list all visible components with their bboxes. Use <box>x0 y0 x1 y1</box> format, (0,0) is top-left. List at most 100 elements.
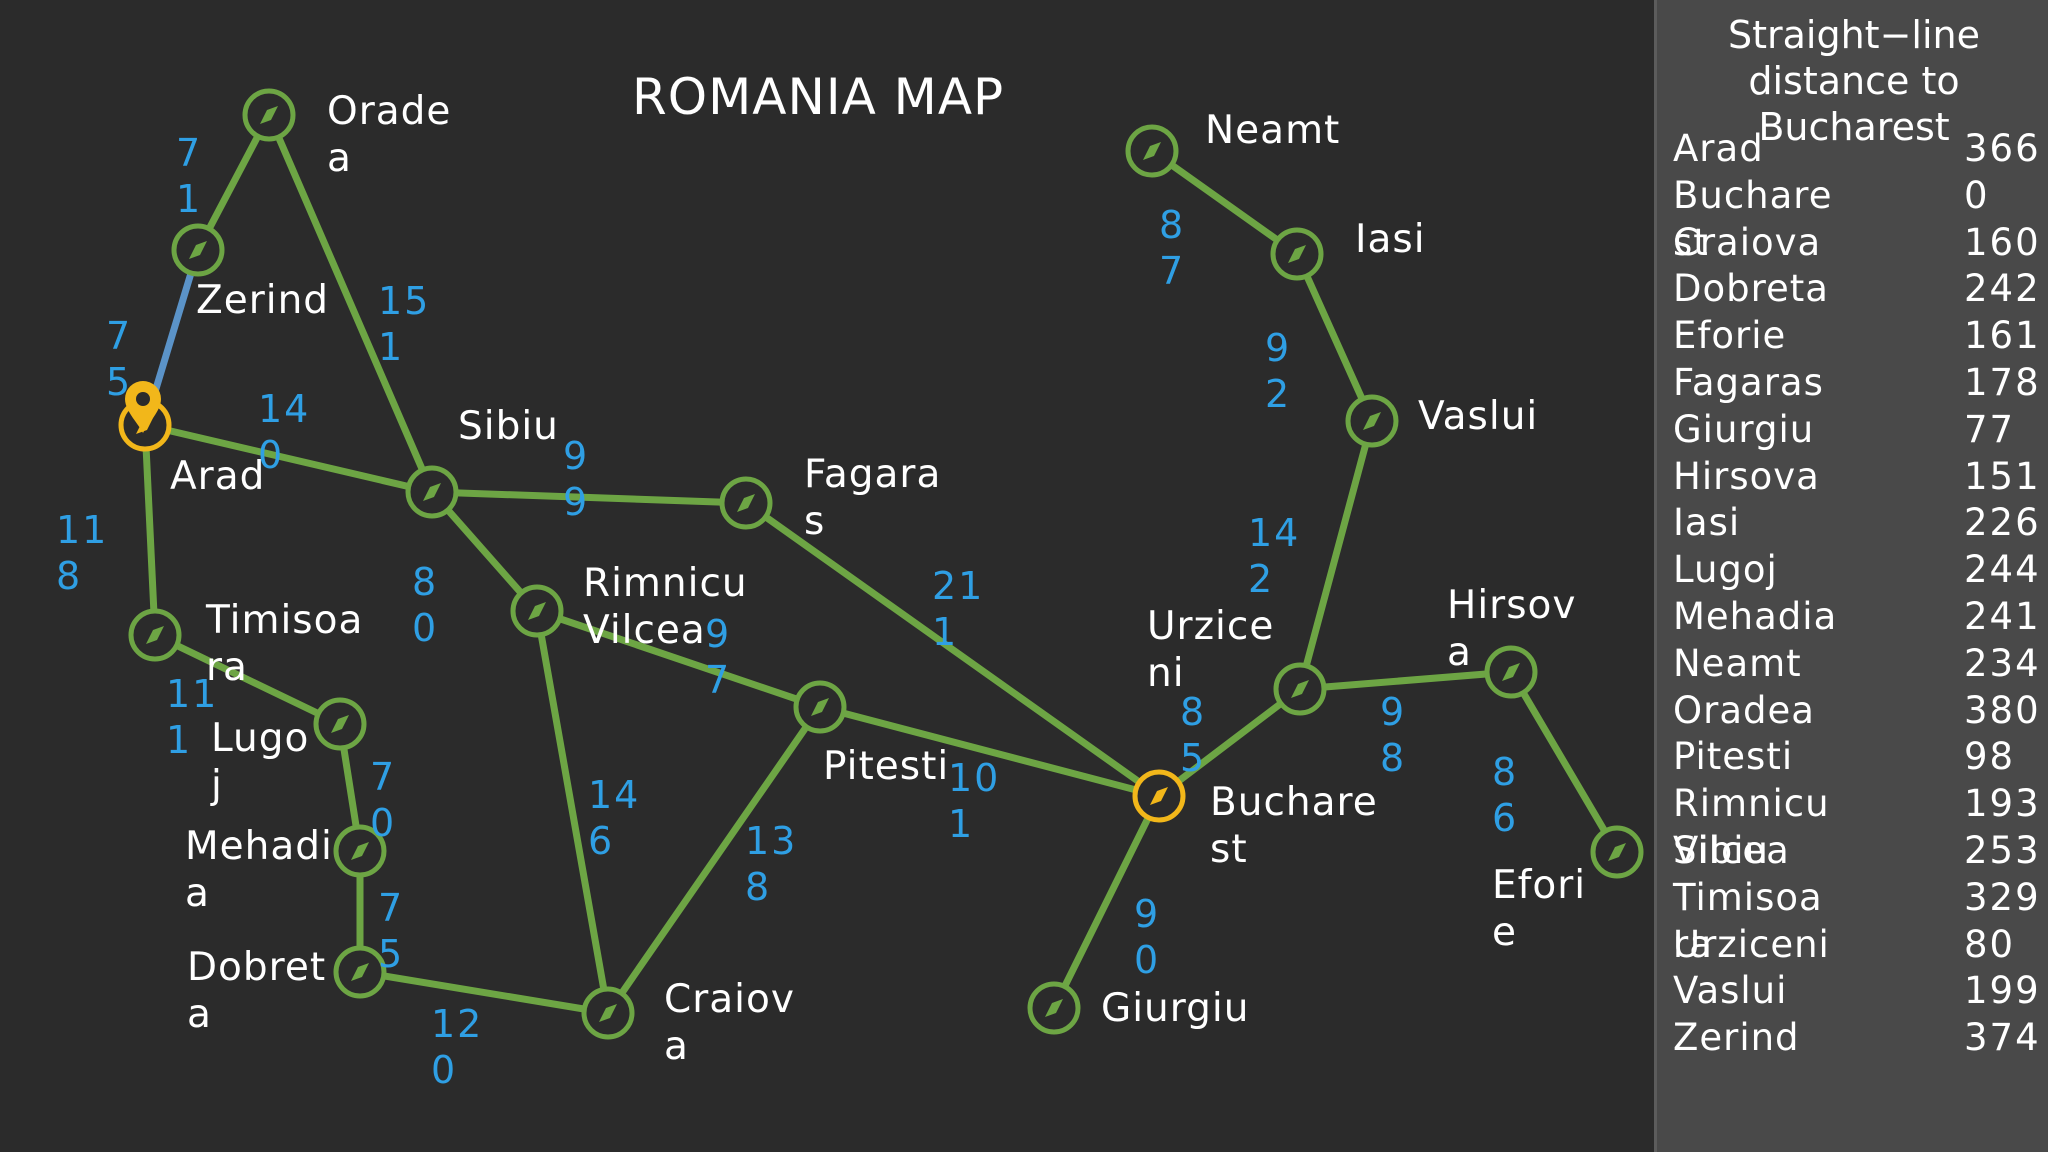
compass-icon <box>1291 680 1309 698</box>
heuristic-city: Buchare st <box>1673 173 1833 264</box>
city-node-eforie[interactable] <box>1590 825 1644 879</box>
city-label-urziceni: Urzice ni <box>1147 604 1275 696</box>
distance-label-sibiu-rimnicu: 8 0 <box>412 560 439 650</box>
road-bucharest-urziceni[interactable] <box>1155 685 1304 800</box>
distance-label-mehadia-dobreta: 7 5 <box>378 886 405 976</box>
city-node-pitesti[interactable] <box>793 680 847 734</box>
city-node-lugoj[interactable] <box>313 697 367 751</box>
distance-label-oradea-zerind: 7 1 <box>176 131 203 221</box>
city-node-fagaras[interactable] <box>719 476 773 530</box>
city-node-dobreta[interactable] <box>333 945 387 999</box>
road-urziceni-hirsova[interactable] <box>1296 668 1515 693</box>
city-node-arad[interactable] <box>118 381 172 452</box>
compass-icon <box>260 106 278 124</box>
heuristic-city: Fagaras <box>1673 361 1824 404</box>
distance-label-timisoara-lugoj: 11 1 <box>166 672 219 762</box>
distance-label-sibiu-fagaras: 9 9 <box>563 434 590 524</box>
compass-icon <box>189 241 207 259</box>
heuristic-value: 161 <box>1964 314 2041 358</box>
city-node-vaslui[interactable] <box>1345 394 1399 448</box>
road-dobreta-craiova[interactable] <box>356 968 612 1017</box>
distance-label-oradea-sibiu: 15 1 <box>378 279 431 369</box>
distance-label-rimnicu-pitesti: 9 7 <box>705 612 732 702</box>
city-node-rimnicu[interactable] <box>510 584 564 638</box>
heuristic-city: Sibiu <box>1673 829 1769 872</box>
distance-label-hirsova-eforie: 8 6 <box>1492 750 1519 840</box>
heuristic-city: Arad <box>1673 127 1764 170</box>
road-vaslui-iasi[interactable] <box>1293 250 1376 425</box>
heuristic-value: 199 <box>1964 969 2041 1013</box>
city-node-timisoara[interactable] <box>128 608 182 662</box>
heuristic-city: Iasi <box>1673 501 1741 545</box>
city-label-mehadia: Mehadi a <box>185 824 333 916</box>
city-label-arad: Arad <box>170 454 266 499</box>
city-node-neamt[interactable] <box>1125 124 1179 178</box>
compass-icon <box>1288 245 1306 263</box>
city-label-eforie: Efori e <box>1492 863 1587 955</box>
city-node-zerind[interactable] <box>171 223 225 277</box>
distance-label-pitesti-bucharest: 10 1 <box>948 756 1001 846</box>
city-node-giurgiu[interactable] <box>1027 981 1081 1035</box>
city-label-iasi: Iasi <box>1355 217 1426 262</box>
compass-icon <box>1608 843 1626 861</box>
heuristic-value: 380 <box>1964 688 2041 732</box>
compass-icon <box>146 626 164 644</box>
road-bucharest-giurgiu[interactable] <box>1050 792 1163 1012</box>
city-node-mehadia[interactable] <box>333 824 387 878</box>
heuristic-city: Pitesti <box>1673 735 1794 779</box>
heuristic-city: Craiova <box>1673 220 1822 264</box>
heuristic-city: Lugoj <box>1673 548 1778 592</box>
distance-label-lugoj-mehadia: 7 0 <box>370 755 397 845</box>
distance-label-urziceni-hirsova: 9 8 <box>1380 690 1407 780</box>
city-label-vaslui: Vaslui <box>1418 394 1539 439</box>
road-hirsova-eforie[interactable] <box>1507 668 1621 856</box>
city-node-oradea[interactable] <box>242 88 296 142</box>
distance-label-bucharest-giurgiu: 9 0 <box>1134 892 1161 982</box>
compass-icon <box>1045 999 1063 1017</box>
road-iasi-neamt[interactable] <box>1148 147 1301 258</box>
distance-label-bucharest-urziceni: 8 5 <box>1180 690 1207 780</box>
compass-icon <box>1363 412 1381 430</box>
city-label-rimnicu: Rimnicu Vilcea <box>583 561 748 653</box>
compass-icon <box>1143 142 1161 160</box>
compass-icon <box>1502 663 1520 681</box>
distance-label-dobreta-craiova: 12 0 <box>431 1002 484 1092</box>
distance-label-vaslui-iasi: 9 2 <box>1265 326 1292 416</box>
road-urziceni-vaslui[interactable] <box>1296 417 1376 693</box>
heuristic-value: 98 <box>1964 735 2016 779</box>
heuristic-city: Zerind <box>1673 1016 1800 1060</box>
heuristic-value: 366 <box>1964 127 2041 170</box>
road-sibiu-fagaras[interactable] <box>428 488 750 507</box>
road-rimnicu-craiova[interactable] <box>533 607 612 1017</box>
distance-label-rimnicu-craiova: 14 6 <box>588 773 641 863</box>
road-arad-sibiu[interactable] <box>141 421 436 496</box>
city-node-bucharest[interactable] <box>1132 769 1186 823</box>
city-node-iasi[interactable] <box>1270 227 1324 281</box>
road-rimnicu-pitesti[interactable] <box>533 607 824 711</box>
city-label-giurgiu: Giurgiu <box>1101 986 1250 1031</box>
compass-icon <box>737 494 755 512</box>
city-label-hirsova: Hirsov a <box>1447 583 1577 675</box>
road-pitesti-bucharest[interactable] <box>816 703 1163 800</box>
city-node-craiova[interactable] <box>581 986 635 1040</box>
city-node-hirsova[interactable] <box>1484 645 1538 699</box>
road-timisoara-lugoj[interactable] <box>151 631 344 728</box>
road-craiova-pitesti[interactable] <box>604 703 824 1017</box>
road-arad-timisoara[interactable] <box>141 421 159 639</box>
city-node-urziceni[interactable] <box>1273 662 1327 716</box>
city-label-fagaras: Fagara s <box>804 452 942 544</box>
road-oradea-sibiu[interactable] <box>265 111 436 496</box>
city-node-sibiu[interactable] <box>405 465 459 519</box>
distance-label-fagaras-bucharest: 21 1 <box>932 564 985 654</box>
road-fagaras-bucharest[interactable] <box>742 499 1163 800</box>
